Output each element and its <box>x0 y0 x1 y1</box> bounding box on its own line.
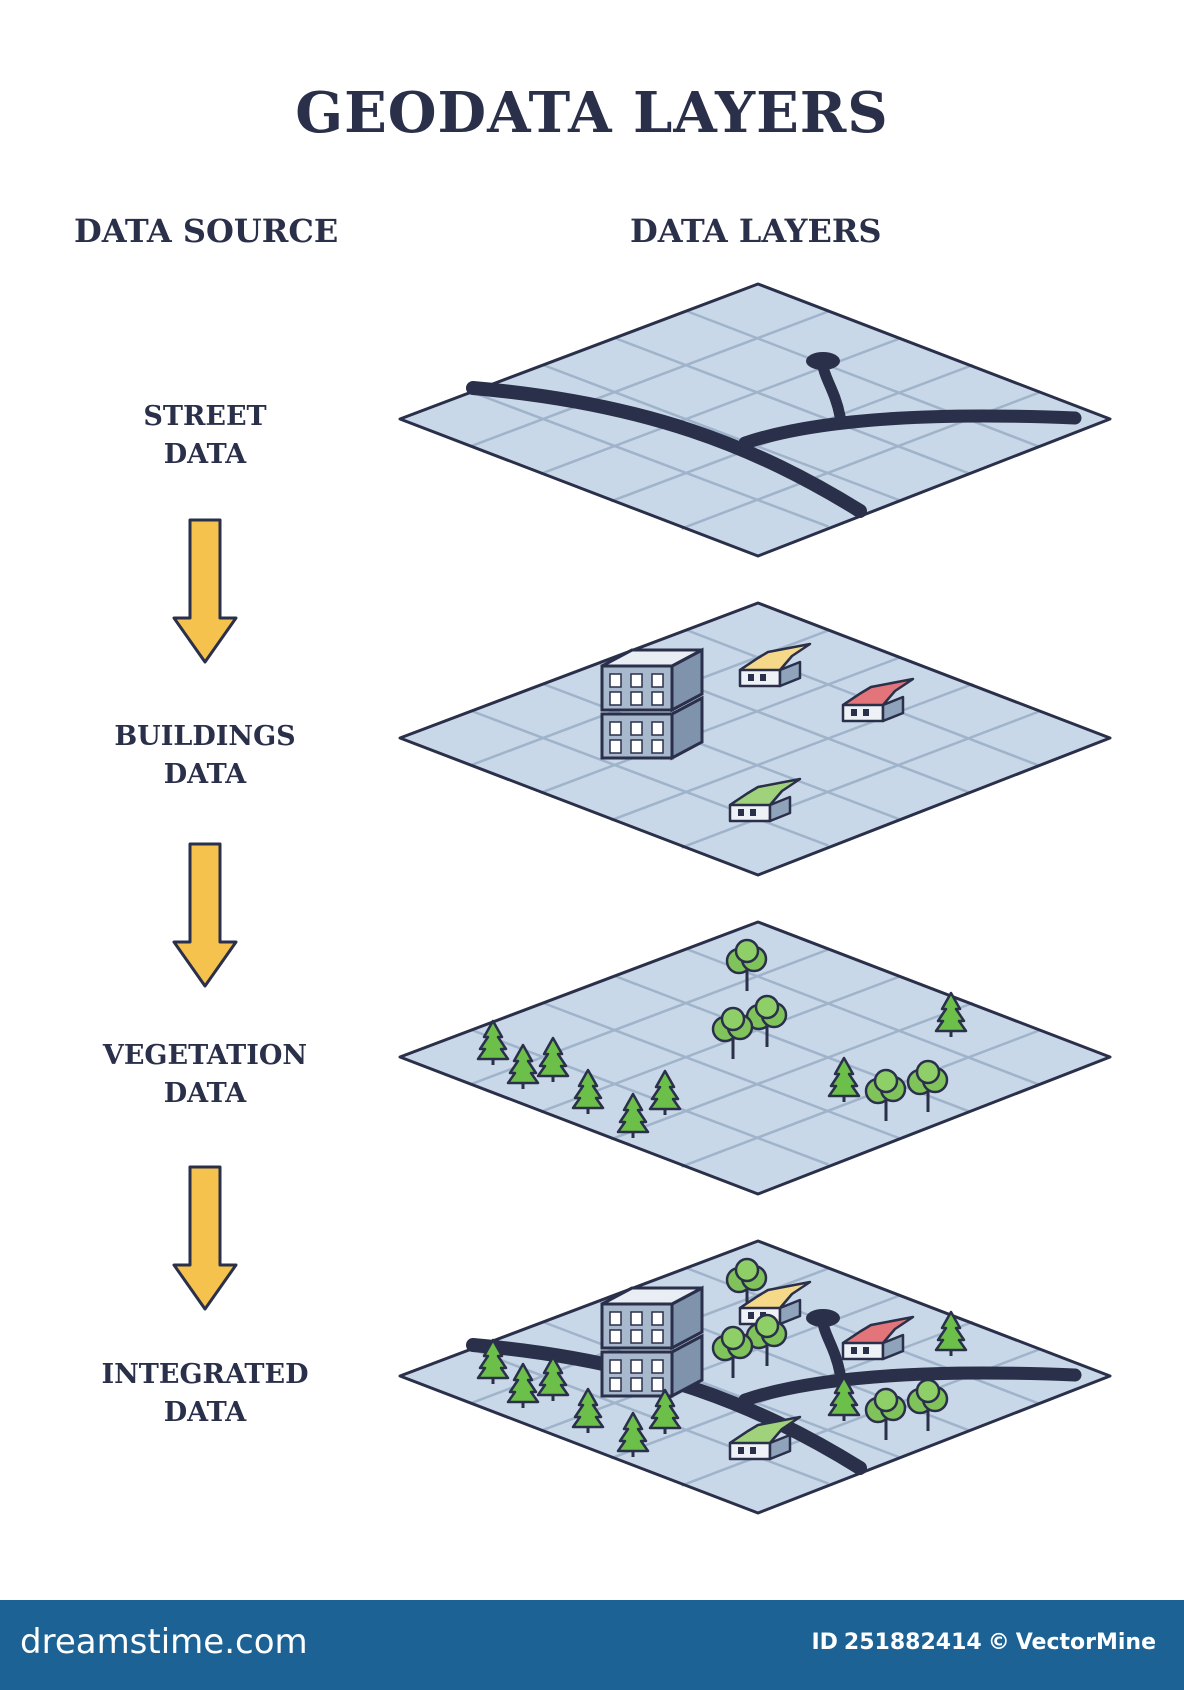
vegetation-data-layer <box>398 920 1112 1196</box>
house-icon <box>728 1415 802 1461</box>
id-value: 251882414 <box>843 1630 982 1655</box>
source-label-line2: DATA <box>163 1397 247 1428</box>
buildings-data-layer <box>398 601 1112 877</box>
house-icon <box>738 642 812 688</box>
id-label: ID <box>811 1630 838 1655</box>
arrow-down-icon <box>172 518 238 664</box>
source-label-line2: DATA <box>163 439 247 470</box>
source-label-line1: INTEGRATED <box>101 1359 309 1390</box>
source-label-buildings: BUILDINGS DATA <box>55 718 355 794</box>
source-label-integrated: INTEGRATED DATA <box>55 1356 355 1432</box>
source-label-line2: DATA <box>163 759 247 790</box>
arrow-down-icon <box>172 842 238 988</box>
arrow-down-icon <box>172 1165 238 1311</box>
source-label-line1: BUILDINGS <box>114 721 296 752</box>
source-label-line1: VEGETATION <box>102 1040 308 1071</box>
house-icon <box>728 777 802 823</box>
source-label-line2: DATA <box>163 1078 247 1109</box>
house-icon <box>738 1280 812 1326</box>
page-title: GEODATA LAYERS <box>295 80 889 146</box>
data-source-heading: DATA SOURCE <box>74 212 339 250</box>
house-icon <box>841 677 915 723</box>
brand-logo[interactable]: dreamstime.com <box>20 1622 308 1662</box>
author-name: VectorMine <box>1015 1630 1156 1655</box>
street-data-layer <box>398 282 1112 558</box>
integrated-data-layer <box>398 1239 1112 1515</box>
house-icon <box>841 1315 915 1361</box>
source-label-street: STREET DATA <box>55 398 355 474</box>
source-label-line1: STREET <box>143 401 267 432</box>
source-label-vegetation: VEGETATION DATA <box>55 1037 355 1113</box>
copyright-symbol: © <box>987 1630 1010 1655</box>
data-layers-heading: DATA LAYERS <box>630 212 882 250</box>
